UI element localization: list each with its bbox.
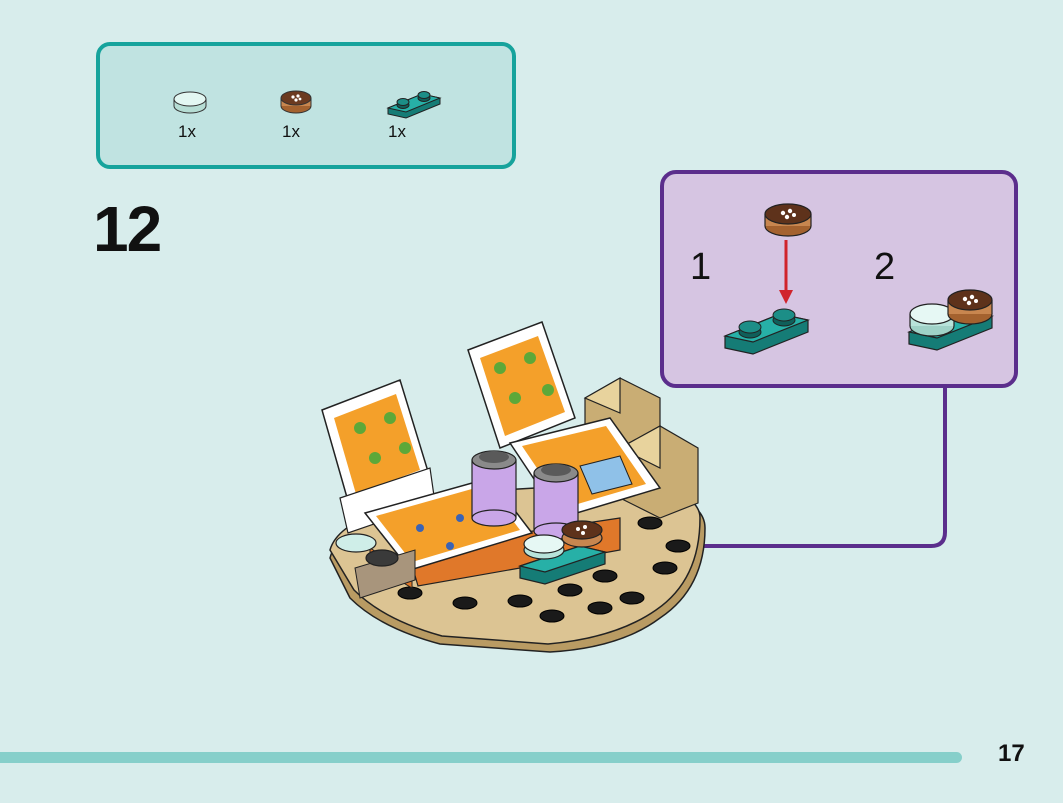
- red-arrow-icon: [779, 240, 793, 304]
- parts-item-trans-clear-tile: 1x: [170, 86, 260, 156]
- base-studs: [397, 516, 691, 623]
- cookie-tile-icon: [947, 289, 993, 325]
- substep-2-illustration: [906, 289, 995, 351]
- sub-assembly-callout: 1 2: [660, 170, 1018, 388]
- left-tiles: [335, 533, 416, 599]
- parts-item-qty: 1x: [388, 122, 406, 141]
- parts-item-qty: 1x: [282, 122, 300, 141]
- cookie-tile-icon: [764, 203, 812, 237]
- model-illustration: [321, 321, 706, 653]
- page-number: 17: [998, 740, 1025, 767]
- cookie-round-tile-icon: [280, 90, 312, 114]
- teal-1x2-plate-icon: [386, 91, 442, 119]
- parts-item-qty: 1x: [178, 122, 196, 141]
- teal-plate-with-tiles: [517, 520, 608, 585]
- substep-number: 1: [690, 246, 712, 288]
- trans-clear-tile-icon: [909, 303, 955, 337]
- substep-1-illustration: [722, 203, 812, 355]
- purple-cup-left: [471, 450, 517, 527]
- parts-item-teal-plate: 1x: [382, 86, 472, 156]
- footer-progress-bar: [0, 752, 962, 763]
- step-number: 12: [93, 193, 162, 265]
- purple-cup-right: [533, 463, 579, 540]
- teal-plate-icon: [722, 308, 811, 355]
- parts-list-callout: 1x 1x 1x: [96, 42, 516, 169]
- substep-number: 2: [874, 246, 896, 288]
- parts-item-cookie-tile: 1x: [276, 86, 366, 156]
- trans-clear-round-tile-icon: [173, 91, 207, 114]
